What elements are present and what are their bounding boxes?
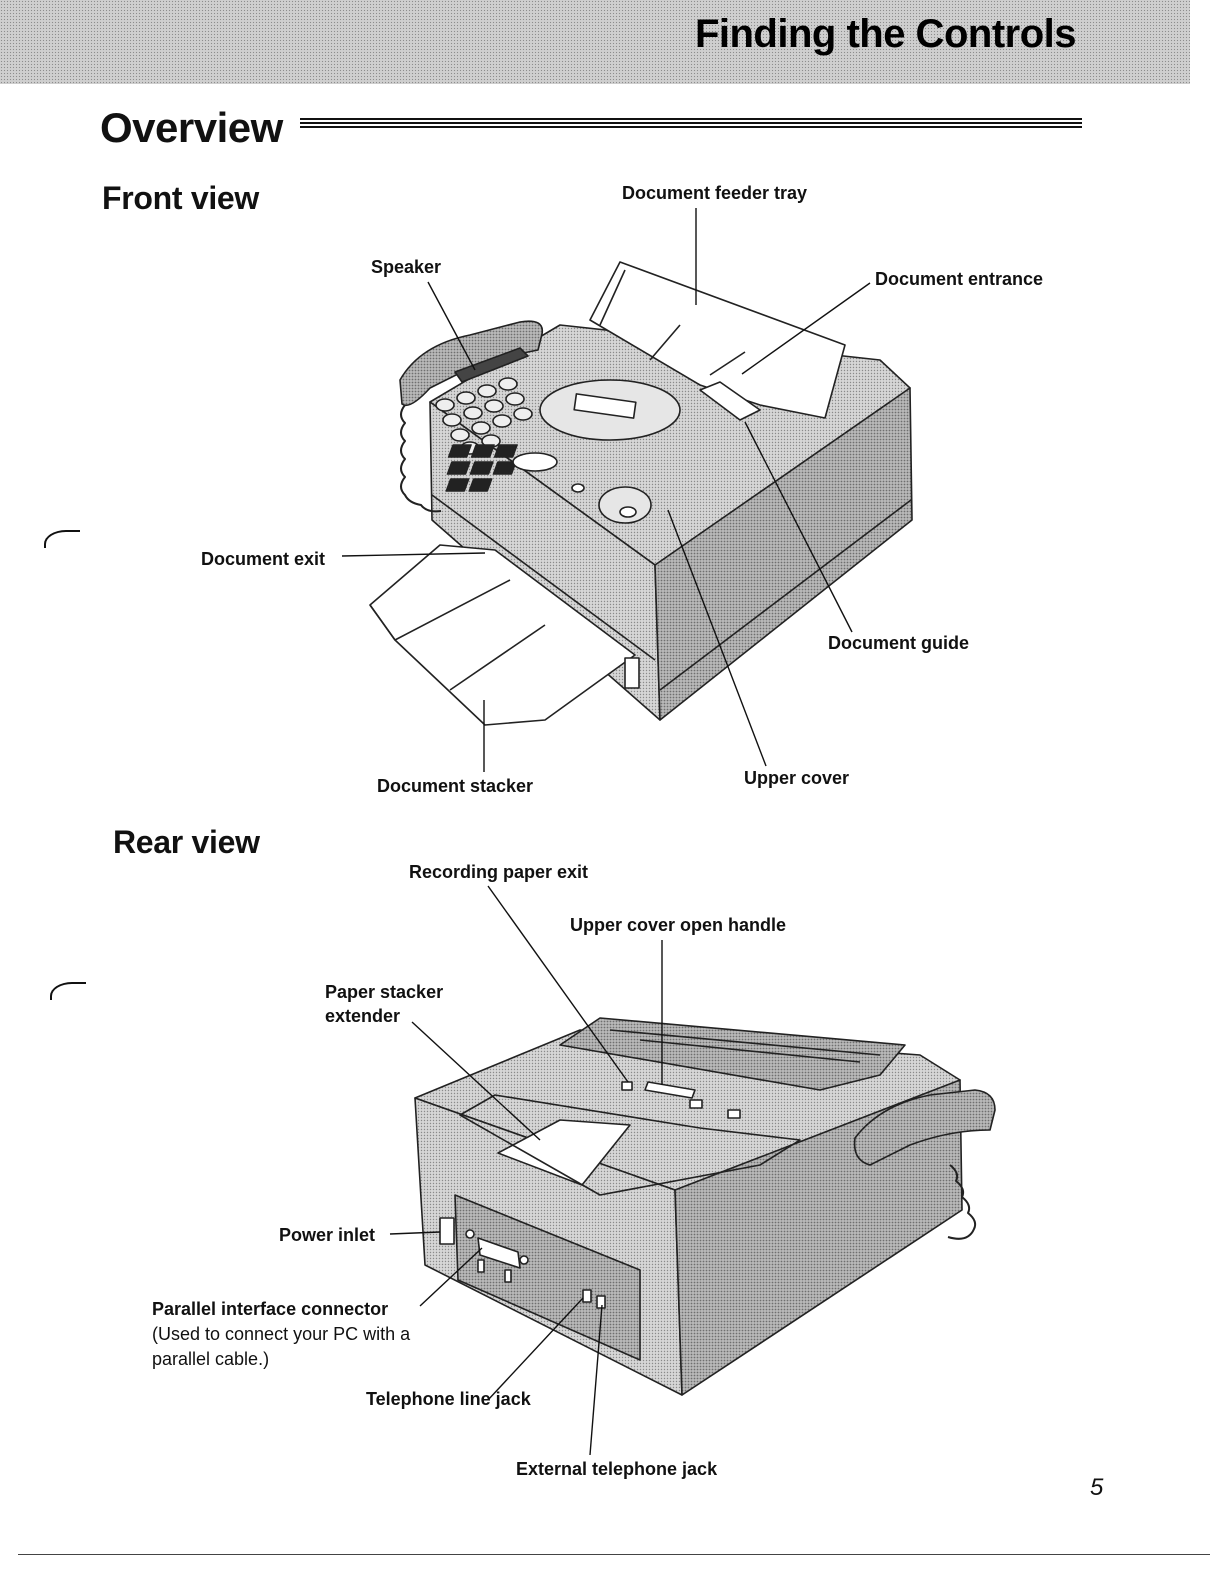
label-paper-stacker-line1: Paper stacker (325, 982, 444, 1002)
label-upper-cover-open-handle: Upper cover open handle (570, 915, 787, 935)
section-title: Overview (100, 104, 283, 151)
note-parallel-line2: parallel cable.) (152, 1349, 270, 1369)
page-number: 5 (1090, 1474, 1104, 1501)
rear-fax-illustration (414, 1017, 996, 1396)
label-power-inlet: Power inlet (279, 1225, 376, 1245)
rear-upper-cover-open-handle (644, 1081, 696, 1099)
label-telephone-line-jack: Telephone line jack (366, 1389, 531, 1409)
front-document-stacker (369, 544, 636, 726)
rear-handset-cord (947, 1164, 977, 1240)
rear-power-inlet (439, 1217, 455, 1245)
label-speaker: Speaker (371, 257, 442, 277)
footer-rule (18, 1554, 1210, 1555)
rear-handset (853, 1089, 996, 1166)
label-document-exit: Document exit (201, 549, 326, 569)
rear-view-title: Rear view (113, 824, 260, 860)
label-document-feeder-tray: Document feeder tray (622, 183, 808, 203)
label-document-guide: Document guide (828, 633, 970, 653)
note-parallel-line1: (Used to connect your PC with a (152, 1324, 411, 1344)
front-handset-cord (400, 404, 442, 513)
label-external-telephone-jack: External telephone jack (516, 1459, 718, 1479)
label-document-stacker: Document stacker (377, 776, 534, 796)
rear-leader-lines (389, 885, 663, 1456)
header-band (0, 0, 1190, 84)
label-document-entrance: Document entrance (875, 269, 1044, 289)
label-recording-paper-exit: Recording paper exit (409, 862, 589, 882)
label-upper-cover: Upper cover (744, 768, 850, 788)
rear-fax-side-face (674, 1079, 963, 1396)
chapter-title: Finding the Controls (694, 12, 1077, 56)
rear-paper-stacker-extender (497, 1119, 631, 1186)
front-feeder-tray (589, 261, 846, 419)
binder-hole-mark-top (44, 530, 80, 548)
front-fax-illustration (369, 261, 913, 726)
label-parallel-interface-connector: Parallel interface connector (152, 1299, 389, 1319)
rear-parallel-connector (477, 1237, 521, 1269)
section-rule (300, 118, 1082, 132)
binder-hole-mark-bottom (50, 982, 86, 1000)
front-leader-lines (341, 208, 871, 772)
front-view-title: Front view (102, 180, 260, 216)
front-fax-side-face (654, 387, 913, 721)
label-paper-stacker-line2: extender (325, 1006, 401, 1026)
